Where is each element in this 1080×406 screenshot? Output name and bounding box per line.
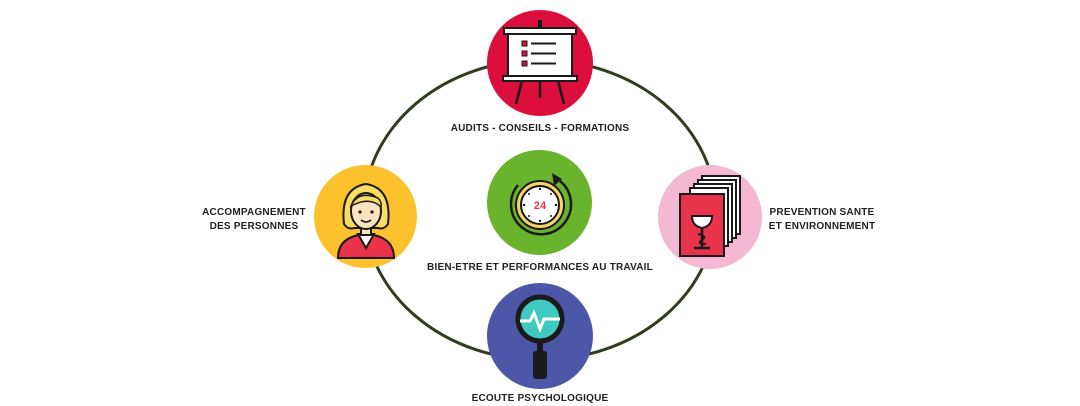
node-accompagnement bbox=[314, 165, 417, 268]
node-prevention bbox=[658, 165, 762, 269]
node-audits bbox=[487, 10, 593, 116]
node-ecoute bbox=[487, 283, 593, 389]
presentation-board-icon bbox=[502, 20, 578, 105]
label-wellbeing: BIEN-ETRE ET PERFORMANCES AU TRAVAIL bbox=[427, 262, 653, 273]
label-accompagnement: ACCOMPAGNEMENT DES PERSONNES bbox=[202, 207, 306, 232]
person-icon bbox=[336, 182, 395, 259]
node-wellbeing: 24 bbox=[487, 150, 592, 255]
magnifier-heartbeat-icon bbox=[515, 294, 565, 379]
label-prevention: PREVENTION SANTE ET ENVIRONNEMENT bbox=[768, 207, 876, 232]
clock-24-text: 24 bbox=[533, 200, 546, 212]
clock-24-icon: 24 bbox=[509, 172, 572, 235]
label-audits: AUDITS - CONSEILS - FORMATIONS bbox=[450, 123, 630, 134]
medical-documents-icon bbox=[679, 175, 741, 257]
label-ecoute: ECOUTE PSYCHOLOGIQUE bbox=[471, 393, 609, 404]
